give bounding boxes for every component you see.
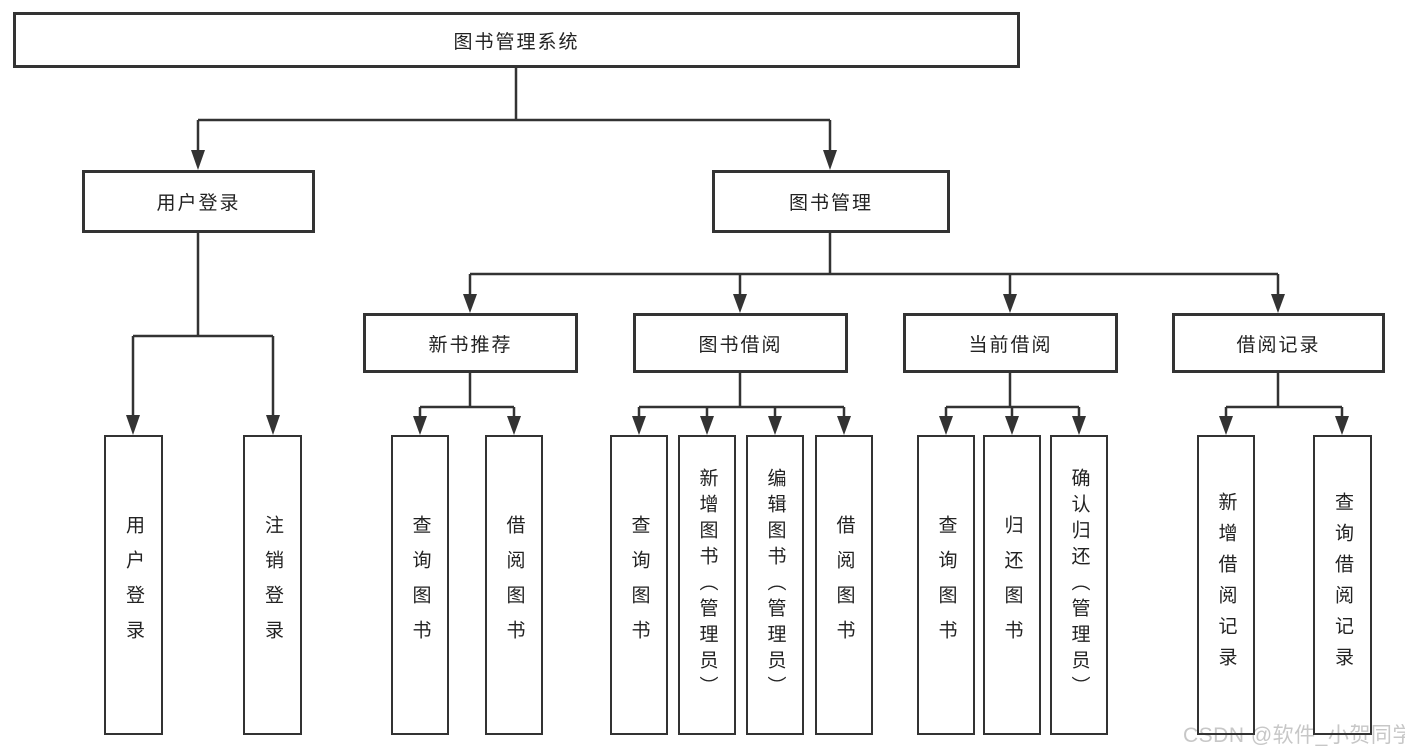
leaf-edit-books-admin: 编辑图书（管理员）: [746, 435, 804, 735]
node-label: 用户登录: [123, 515, 144, 655]
node-label: 借阅图书: [503, 515, 525, 655]
node-book-borrow: 图书借阅: [633, 313, 848, 373]
node-label: 借阅记录: [1236, 334, 1321, 356]
csdn-watermark: CSDN @软件_小贺同学: [1183, 724, 1405, 747]
node-label: 查询图书: [409, 515, 431, 655]
node-label: 查询借阅记录: [1332, 492, 1353, 678]
leaf-borrow-books-recommend: 借阅图书: [485, 435, 543, 735]
node-current-borrow: 当前借阅: [903, 313, 1118, 373]
leaf-user-login: 用户登录: [104, 435, 163, 735]
leaf-query-books-current: 查询图书: [917, 435, 975, 735]
node-label: 注销登录: [262, 515, 283, 655]
leaf-logout: 注销登录: [243, 435, 302, 735]
node-new-book-recommend: 新书推荐: [363, 313, 578, 373]
node-label: 查询图书: [628, 515, 650, 655]
node-book-management: 图书管理: [712, 170, 950, 233]
leaf-borrow-books: 借阅图书: [815, 435, 873, 735]
node-label: 编辑图书（管理员）: [764, 468, 786, 702]
node-label: 归还图书: [1001, 515, 1023, 655]
arrowheads: [126, 150, 1349, 435]
leaf-add-borrow-record: 新增借阅记录: [1197, 435, 1255, 735]
node-label: 确认归还（管理员）: [1068, 468, 1090, 702]
node-label: 图书管理系统: [453, 31, 580, 53]
leaf-return-books: 归还图书: [983, 435, 1041, 735]
leaf-query-borrow-record: 查询借阅记录: [1313, 435, 1372, 735]
node-user-login: 用户登录: [82, 170, 315, 233]
node-label: 图书借阅: [698, 334, 783, 356]
node-library-management-system: 图书管理系统: [13, 12, 1020, 68]
node-label: 当前借阅: [968, 334, 1053, 356]
node-label: 用户登录: [156, 193, 241, 214]
node-label: 新增借阅记录: [1215, 492, 1237, 678]
node-label: 借阅图书: [833, 515, 855, 655]
node-label: 新增图书（管理员）: [696, 468, 718, 702]
leaf-query-books: 查询图书: [610, 435, 668, 735]
leaf-query-books-recommend: 查询图书: [391, 435, 449, 735]
node-label: 新书推荐: [428, 334, 513, 356]
node-label: 查询图书: [935, 515, 957, 655]
leaf-add-books-admin: 新增图书（管理员）: [678, 435, 736, 735]
leaf-confirm-return-admin: 确认归还（管理员）: [1050, 435, 1108, 735]
node-label: 图书管理: [788, 193, 873, 214]
node-borrow-records: 借阅记录: [1172, 313, 1385, 373]
